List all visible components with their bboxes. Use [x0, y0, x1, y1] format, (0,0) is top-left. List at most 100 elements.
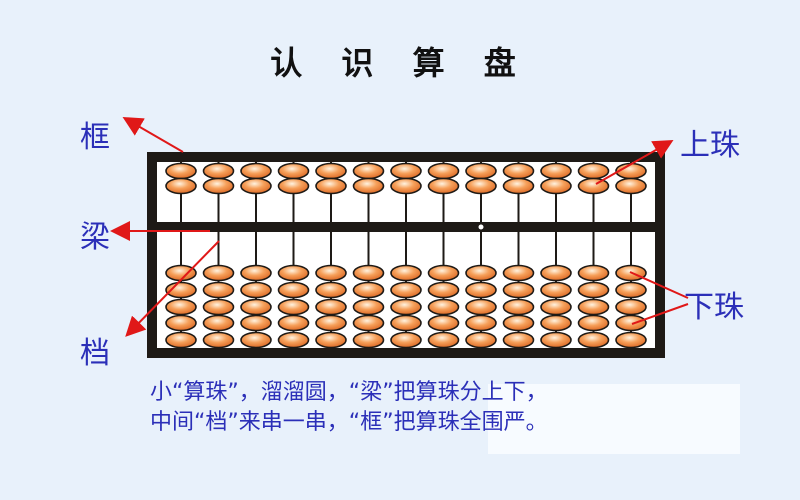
lower-bead: [315, 298, 347, 316]
upper-bead: [465, 162, 497, 180]
upper-bead: [202, 162, 235, 180]
upper-bead: [240, 162, 272, 180]
upper-bead: [465, 177, 497, 195]
lower-bead: [315, 314, 347, 332]
lower-bead: [502, 331, 535, 349]
lower-bead: [240, 264, 272, 282]
lower-bead: [165, 331, 197, 349]
lower-bead: [165, 314, 197, 332]
upper-bead: [390, 177, 422, 195]
lower-bead: [352, 331, 385, 349]
upper-bead: [277, 177, 310, 195]
lower-bead: [465, 298, 497, 316]
lower-bead: [465, 314, 497, 332]
lower-bead: [540, 298, 572, 316]
abacus-frame: [147, 152, 665, 358]
rod-arrow: [125, 240, 220, 337]
upper-bead: [390, 162, 422, 180]
poem-line-2: 中间“档”来串一串，“框”把算珠全围严。: [150, 410, 548, 435]
lower-bead: [465, 281, 497, 299]
upper-bead: [352, 162, 385, 180]
upper-bead: [165, 162, 197, 180]
abacus-beam: [147, 222, 665, 232]
label-rod: 档: [80, 336, 110, 371]
lower-bead: [202, 298, 235, 316]
lower-bead: [390, 281, 422, 299]
beam-dot: [478, 224, 484, 230]
lower-bead: [540, 264, 572, 282]
lower-bead: [427, 281, 460, 299]
lower-bead: [390, 331, 422, 349]
lower-bead: [352, 298, 385, 316]
lower-bead: [390, 314, 422, 332]
upper-bead-arrow: [595, 140, 674, 185]
upper-bead: [540, 162, 572, 180]
label-frame: 框: [80, 120, 110, 155]
upper-bead: [277, 162, 310, 180]
lower-bead: [202, 314, 235, 332]
poem-line-1: 小“算珠”，溜溜圆，“梁”把算珠分上下，: [150, 380, 548, 405]
lower-bead: [315, 331, 347, 349]
lower-bead-line-bottom: [631, 303, 689, 325]
upper-bead: [240, 177, 272, 195]
lower-bead: [240, 281, 272, 299]
lower-bead: [240, 331, 272, 349]
lower-bead: [577, 298, 610, 316]
slide-title: 认 识 算 盘: [270, 44, 530, 82]
lower-bead: [315, 281, 347, 299]
lower-bead: [277, 314, 310, 332]
label-upper-beads: 上珠: [680, 128, 740, 163]
upper-bead: [615, 177, 647, 195]
lower-bead: [427, 264, 460, 282]
lower-bead: [502, 314, 535, 332]
lower-bead: [465, 331, 497, 349]
lower-bead: [540, 331, 572, 349]
lower-bead: [502, 298, 535, 316]
lower-bead: [240, 298, 272, 316]
lower-bead: [352, 281, 385, 299]
lower-bead: [202, 281, 235, 299]
poem-text: 小“算珠”，溜溜圆，“梁”把算珠分上下， 中间“档”来串一串，“框”把算珠全围严…: [150, 378, 548, 438]
upper-bead: [540, 177, 572, 195]
lower-bead: [540, 314, 572, 332]
upper-bead: [315, 177, 347, 195]
lower-bead: [165, 298, 197, 316]
lower-bead: [315, 264, 347, 282]
label-lower-beads: 下珠: [684, 290, 744, 325]
lower-bead: [352, 314, 385, 332]
lower-bead: [202, 264, 235, 282]
lower-bead: [427, 331, 460, 349]
upper-bead: [352, 177, 385, 195]
poem-background: [488, 384, 740, 454]
upper-bead: [577, 162, 610, 180]
upper-bead: [427, 177, 460, 195]
lower-bead: [352, 264, 385, 282]
lower-bead: [465, 264, 497, 282]
lower-bead: [615, 314, 647, 332]
lower-bead: [390, 264, 422, 282]
frame-arrow: [122, 116, 184, 153]
lower-bead: [277, 281, 310, 299]
upper-bead: [502, 162, 535, 180]
lower-bead: [577, 264, 610, 282]
lower-bead: [277, 331, 310, 349]
label-beam: 梁: [80, 220, 110, 255]
upper-bead: [427, 162, 460, 180]
lower-bead: [577, 314, 610, 332]
lower-bead: [277, 264, 310, 282]
lower-bead-line-top: [629, 271, 689, 299]
upper-bead: [577, 177, 610, 195]
lower-bead: [577, 331, 610, 349]
lower-bead: [615, 281, 647, 299]
upper-bead: [202, 177, 235, 195]
lower-bead: [540, 281, 572, 299]
lower-bead: [427, 314, 460, 332]
lower-bead: [390, 298, 422, 316]
lower-bead: [615, 298, 647, 316]
lower-bead: [615, 331, 647, 349]
lower-bead: [577, 281, 610, 299]
lower-bead: [502, 281, 535, 299]
upper-bead: [315, 162, 347, 180]
lower-bead: [277, 298, 310, 316]
